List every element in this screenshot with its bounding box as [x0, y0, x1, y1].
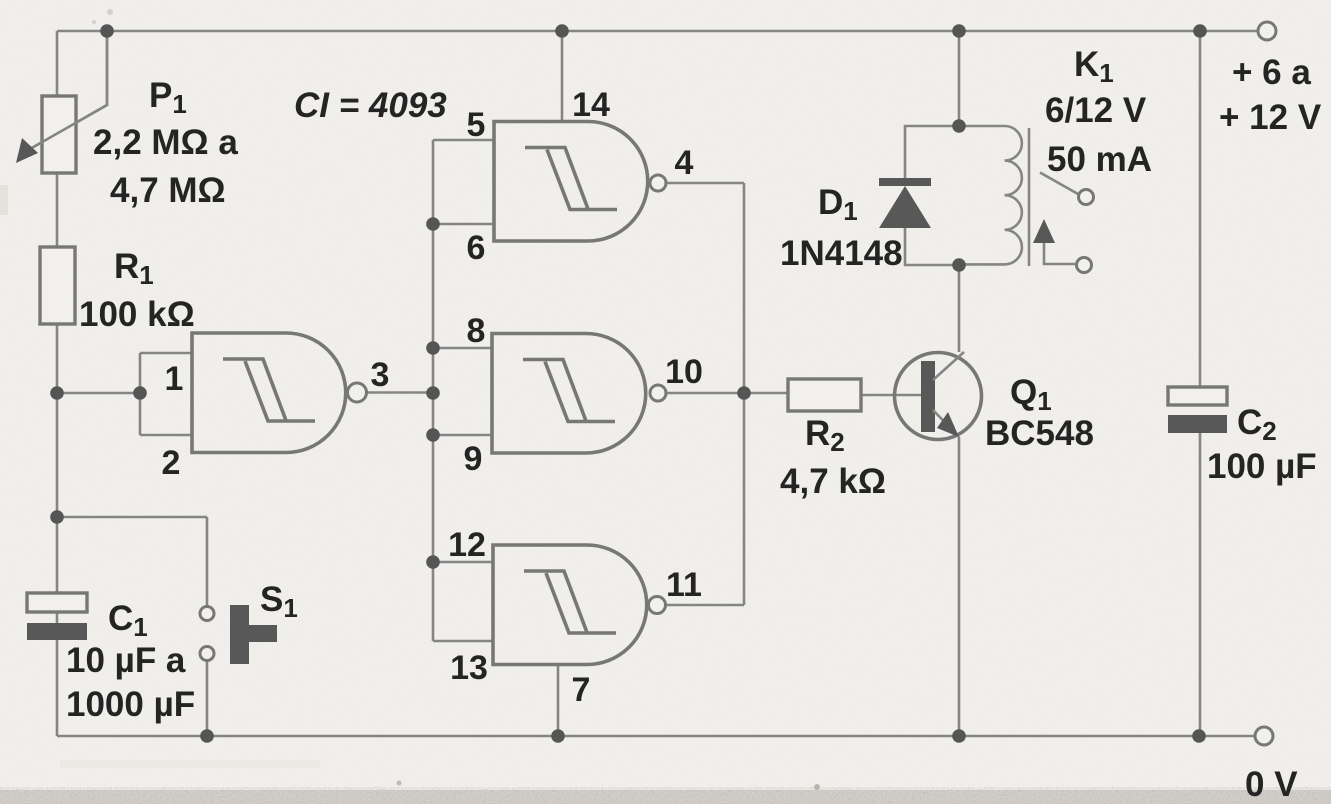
svg-text:11: 11 — [666, 566, 702, 604]
svg-text:5: 5 — [467, 106, 486, 144]
svg-text:6: 6 — [467, 229, 486, 267]
svg-text:1: 1 — [165, 360, 184, 398]
svg-text:50 mA: 50 mA — [1047, 140, 1152, 179]
svg-text:10: 10 — [665, 353, 703, 391]
svg-text:12: 12 — [448, 526, 486, 564]
svg-text:+ 12 V: + 12 V — [1219, 98, 1322, 137]
svg-text:9: 9 — [464, 440, 483, 478]
svg-text:7: 7 — [572, 671, 591, 709]
svg-text:1000 µF: 1000 µF — [66, 685, 195, 724]
svg-text:2: 2 — [162, 444, 181, 482]
svg-text:2,2 MΩ a: 2,2 MΩ a — [93, 123, 238, 162]
svg-text:10 µF a: 10 µF a — [66, 641, 186, 680]
svg-text:4: 4 — [675, 144, 694, 182]
svg-text:4,7 MΩ: 4,7 MΩ — [110, 171, 226, 210]
svg-text:100 µF: 100 µF — [1207, 447, 1317, 486]
svg-text:8: 8 — [467, 312, 486, 350]
svg-text:CI = 4093: CI = 4093 — [294, 86, 447, 125]
svg-text:BC548: BC548 — [985, 414, 1094, 453]
svg-text:6/12 V: 6/12 V — [1045, 91, 1147, 130]
svg-text:1N4148: 1N4148 — [780, 234, 903, 273]
svg-text:100 kΩ: 100 kΩ — [79, 295, 195, 334]
svg-text:+ 6 a: + 6 a — [1232, 53, 1311, 92]
svg-text:13: 13 — [450, 649, 488, 687]
svg-text:3: 3 — [371, 356, 390, 394]
svg-text:4,7 kΩ: 4,7 kΩ — [780, 462, 886, 501]
svg-text:14: 14 — [572, 86, 610, 124]
svg-text:0 V: 0 V — [1245, 765, 1298, 804]
